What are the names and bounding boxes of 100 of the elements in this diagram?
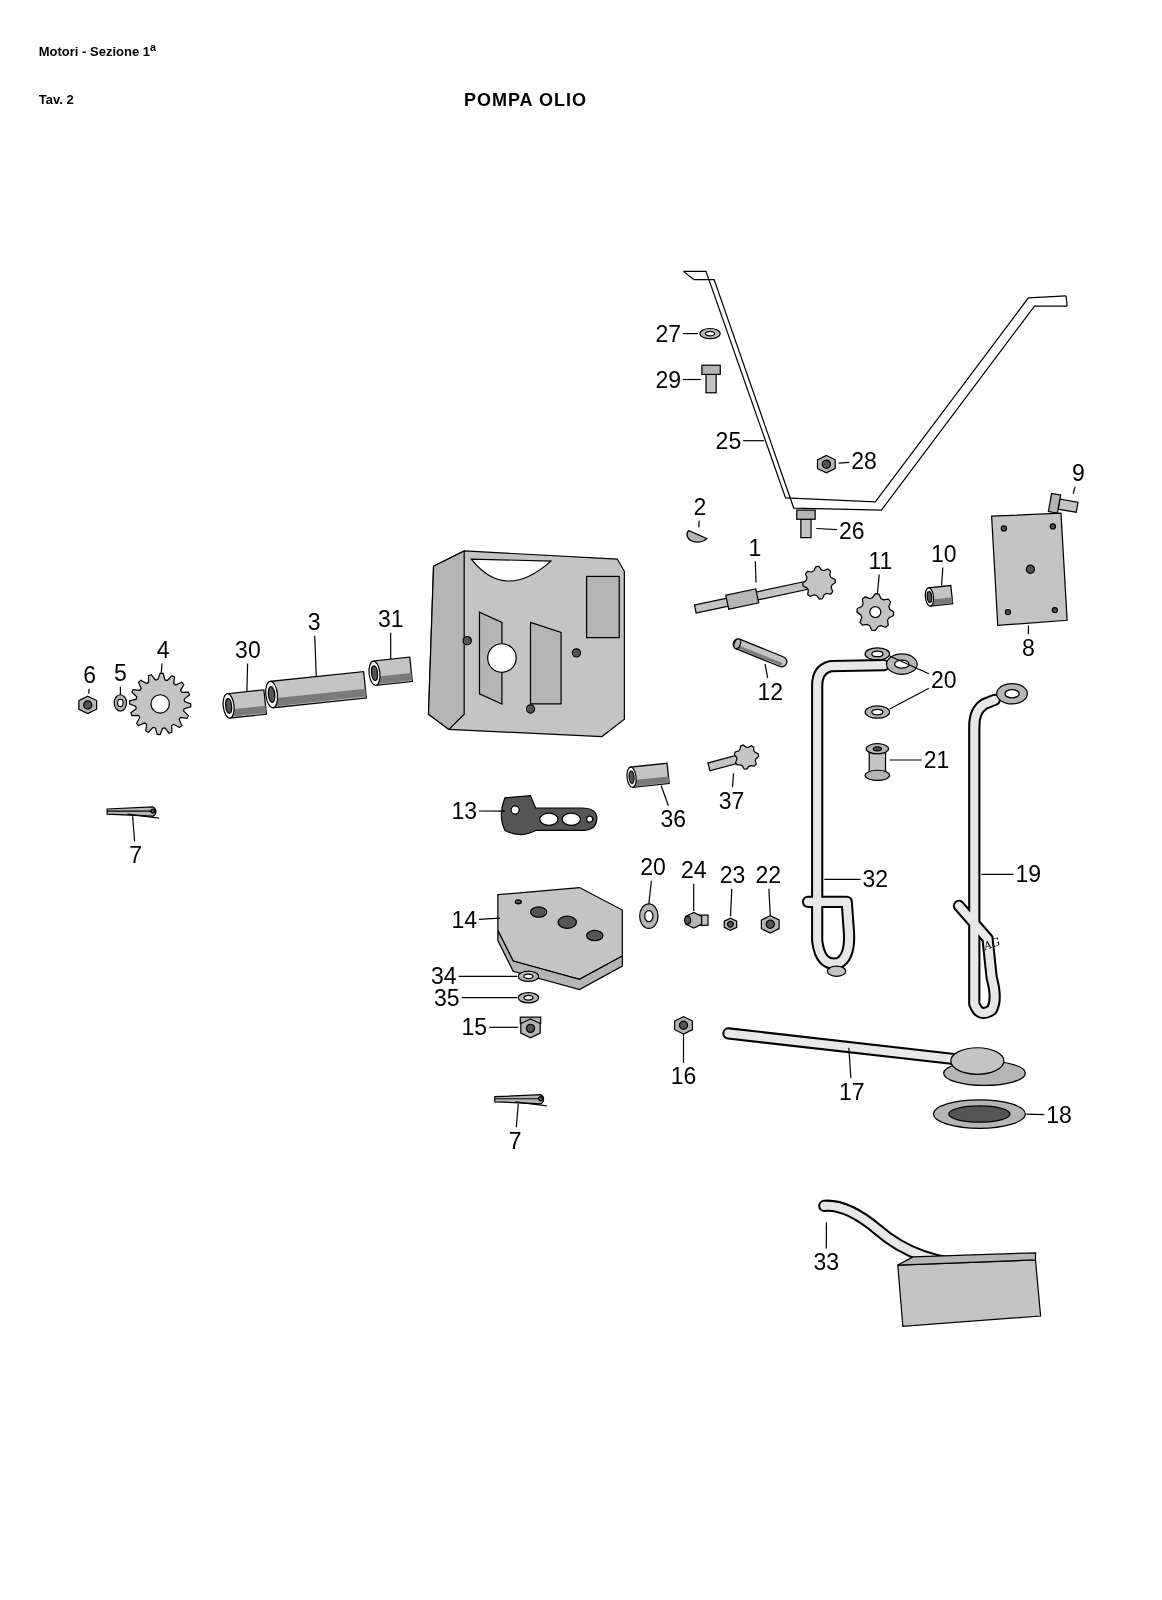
callout-number: 9 [1071,461,1085,485]
leader-line [478,917,501,920]
callout-number: 26 [839,519,865,542]
leader-line [1027,624,1029,635]
leader-line [838,461,850,464]
pinion-drawing [707,744,760,772]
callout-number: 36 [660,807,687,831]
leader-line [488,1026,519,1028]
callout-number: 23 [719,863,746,887]
castle-nut-drawing [519,1016,542,1039]
leader-line [729,888,733,917]
leader-line [515,1103,519,1128]
nut-drawing [723,917,738,932]
leader-line [698,519,700,528]
leader-line [889,687,930,710]
leader-line [461,997,518,999]
leader-line [246,662,249,693]
leader-line [815,527,838,531]
callout-number: 8 [1021,636,1035,660]
bolt-drawing [796,509,816,539]
bushing-drawing [924,584,954,607]
callout-number: 20 [640,855,666,879]
leader-line [682,333,699,335]
callout-number: 29 [655,368,681,391]
bushing-drawing [368,656,413,687]
leader-line [823,878,862,880]
callout-number: 25 [715,429,742,453]
leader-line [119,686,121,696]
leader-line [693,883,695,912]
gear-drawing [856,593,895,632]
pump-cover-drawing [497,886,623,991]
leader-line [160,662,163,674]
washer-drawing [864,647,891,661]
strainer-drawing [932,1099,1026,1129]
washer-drawing [113,694,128,712]
callout-number: 7 [129,843,143,867]
callout-number: 35 [434,986,460,1010]
callout-number: 10 [930,542,957,566]
leader-line [682,1033,685,1064]
callout-number: 11 [868,549,893,573]
cotter-pin-drawing [494,1094,548,1107]
callout-number: 32 [862,867,889,891]
leader-line [848,1047,852,1079]
leader-line [731,772,735,788]
gear-shaft-drawing [693,565,837,614]
callout-number: 37 [718,789,745,813]
callout-number: 22 [755,863,781,887]
pipe-drawing [801,653,918,977]
leader-line [314,635,317,677]
leader-line [825,1221,827,1250]
washer-drawing [517,992,540,1004]
sleeve-drawing [265,670,368,709]
leader-line [754,560,757,584]
leader-line [390,632,392,660]
leader-line [1025,1113,1045,1116]
leader-line [648,880,652,905]
callout-number: 14 [451,908,477,932]
screw-drawing [1047,492,1079,514]
leader-line [88,688,90,695]
leader-line [889,655,930,675]
callout-number: 13 [451,799,477,823]
cover-plate-drawing [991,512,1068,627]
callout-number: 7 [508,1129,522,1153]
page-title: POMPA OLIO [463,89,587,111]
leader-line [458,975,518,977]
section-heading: Motori - Sezione 1$^{a}$ [38,40,157,60]
leader-line [660,784,669,807]
leader-line [768,888,771,916]
callout-number: 34 [431,964,457,988]
key-drawing [686,529,708,543]
nut-drawing [674,1015,693,1035]
callout-number: 17 [839,1080,865,1104]
bushing-drawing [222,689,268,719]
callout-number: 30 [235,638,261,662]
leader-line [889,759,923,761]
cotter-pin-drawing [106,806,160,819]
washer-drawing [639,903,659,929]
leader-line [742,440,765,442]
nut-drawing [760,914,780,934]
leader-line [1072,486,1076,495]
callout-number: 31 [377,607,404,631]
union-drawing [683,911,709,929]
leader-line [478,810,506,812]
callout-number: 16 [670,1064,697,1088]
callout-number: 1 [748,536,762,560]
callout-number: 21 [923,748,950,772]
leader-line [980,873,1015,875]
leader-line [876,574,880,595]
leader-line [682,378,702,381]
bushing-drawing [626,762,670,789]
callout-number: 24 [680,858,707,882]
callout-number: 5 [114,661,127,685]
plate-number: Tav. 2 [38,91,74,107]
callout-number: 28 [851,449,877,473]
callout-number: 15 [461,1015,488,1039]
callout-number: 12 [757,680,784,704]
nut-drawing [78,695,98,715]
gear-drawing [128,672,192,736]
callout-number: 33 [813,1250,840,1274]
callout-number: 20 [930,668,957,692]
